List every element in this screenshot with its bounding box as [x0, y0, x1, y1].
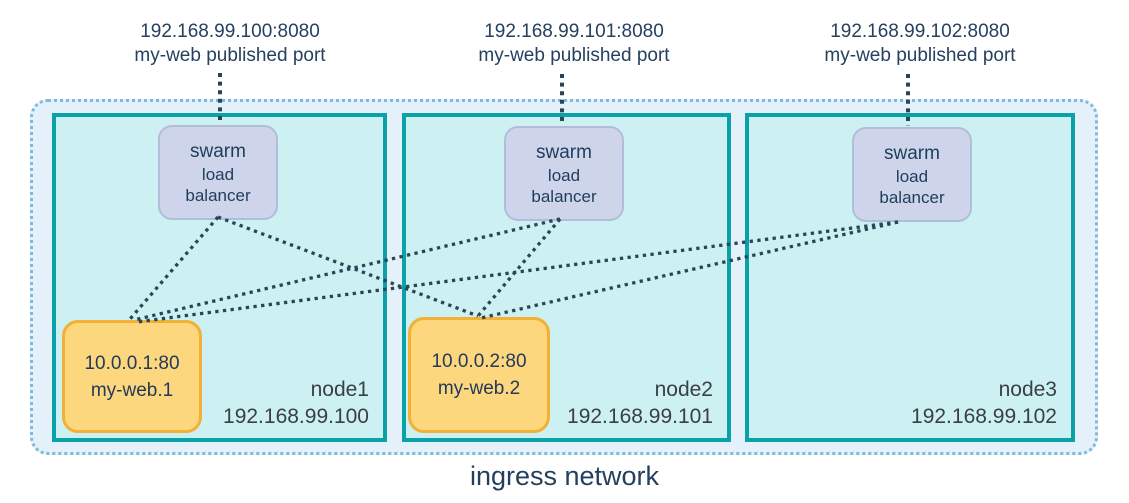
published-port-address: 192.168.99.100:8080 [140, 21, 320, 42]
task-name: my-web.2 [437, 378, 521, 399]
lb-text: load [547, 165, 581, 185]
lb-text: swarm [884, 142, 940, 164]
published-port-address: 192.168.99.102:8080 [830, 21, 1010, 42]
node-ip: 192.168.99.101 [567, 405, 713, 428]
node-name: node1 [310, 378, 369, 401]
ingress-network-title: ingress network [469, 461, 660, 491]
lb-text: load [201, 164, 235, 184]
node3-load-balancer: swarm load balancer [852, 127, 972, 222]
lb-text: balancer [531, 186, 597, 206]
node-name: node2 [654, 378, 713, 401]
node-ip: 192.168.99.100 [223, 405, 369, 428]
node2-load-balancer: swarm load balancer [504, 126, 624, 221]
node-name: node3 [998, 378, 1057, 401]
task-address: 10.0.0.2:80 [431, 351, 527, 372]
published-port-address: 192.168.99.101:8080 [484, 21, 664, 42]
published-port-caption: my-web published port [478, 45, 670, 66]
node2-label: node2 192.168.99.101 [567, 376, 713, 430]
node1-label: node1 192.168.99.100 [223, 376, 369, 430]
task-name: my-web.1 [90, 379, 174, 401]
task-address: 10.0.0.1:80 [84, 352, 180, 374]
published-port-label-1: 192.168.99.100:8080 my-web published por… [80, 20, 380, 68]
lb-text: swarm [536, 141, 592, 163]
node1-load-balancer: swarm load balancer [158, 125, 278, 220]
lb-text: load [895, 166, 929, 186]
published-port-caption: my-web published port [134, 45, 326, 66]
lb-text: balancer [879, 187, 945, 207]
task-my-web-2: 10.0.0.2:80 my-web.2 [408, 317, 550, 433]
published-port-label-2: 192.168.99.101:8080 my-web published por… [424, 20, 724, 68]
lb-text: balancer [185, 185, 251, 205]
published-port-label-3: 192.168.99.102:8080 my-web published por… [770, 20, 1070, 68]
published-port-caption: my-web published port [824, 45, 1016, 66]
node3-label: node3 192.168.99.102 [911, 376, 1057, 430]
lb-text: swarm [190, 140, 246, 162]
task-my-web-1: 10.0.0.1:80 my-web.1 [62, 320, 202, 433]
node-ip: 192.168.99.102 [911, 405, 1057, 428]
